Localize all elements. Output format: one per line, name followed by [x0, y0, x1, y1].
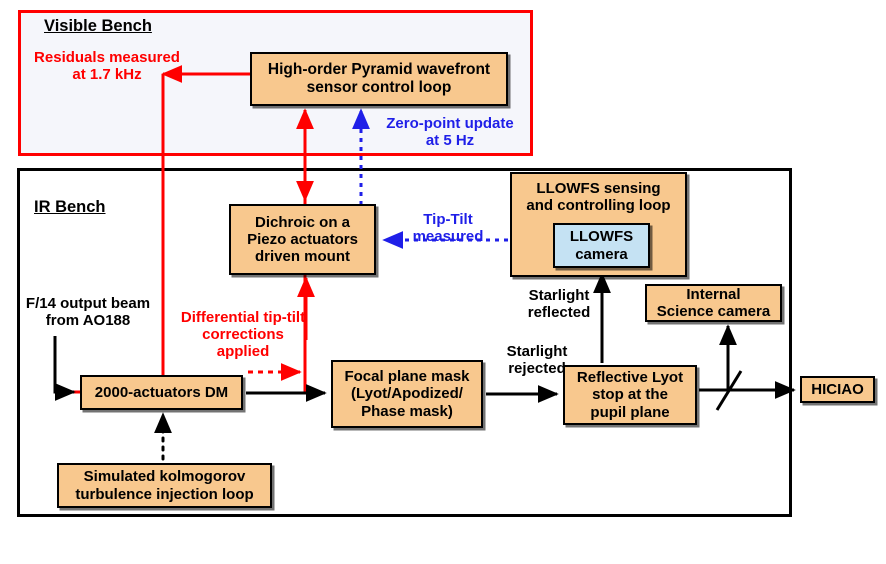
box-dichroic-label: Dichroic on a Piezo actuators driven mou… — [247, 213, 358, 266]
label-starlight-reflected: Starlight reflected — [527, 287, 591, 321]
label-zero-point-update: Zero-point update at 5 Hz — [386, 115, 514, 149]
box-hiciao[interactable]: HICIAO — [800, 376, 875, 403]
visible-bench-title: Visible Bench — [44, 17, 152, 35]
label-tip-tilt-measured: Tip-Tilt measured — [412, 211, 484, 245]
box-lyot-label: Reflective Lyot stop at the pupil plane — [576, 369, 684, 421]
box-pyramid-label: High-order Pyramid wavefront sensor cont… — [267, 61, 491, 96]
box-focal-plane-mask[interactable]: Focal plane mask (Lyot/Apodized/ Phase m… — [331, 360, 483, 428]
box-pyramid-wavefront-sensor[interactable]: High-order Pyramid wavefront sensor cont… — [250, 52, 508, 106]
label-differential-tiptilt-corrections: Differential tip-tilt corrections applie… — [180, 309, 306, 360]
label-input-beam: F/14 output beam from AO188 — [25, 295, 151, 329]
box-kolmogorov-turbulence-injection[interactable]: Simulated kolmogorov turbulence injectio… — [57, 463, 272, 508]
box-2000-actuators-dm[interactable]: 2000-actuators DM — [80, 375, 243, 410]
box-fpm-label: Focal plane mask (Lyot/Apodized/ Phase m… — [344, 368, 470, 420]
label-starlight-rejected: Starlight rejected — [506, 343, 568, 377]
box-llowfs-camera-label: LLOWFS camera — [569, 228, 634, 263]
box-kolmogorov-label: Simulated kolmogorov turbulence injectio… — [75, 468, 254, 503]
box-intcam-label: Internal Science camera — [656, 285, 771, 320]
box-dichroic-piezo-mount[interactable]: Dichroic on a Piezo actuators driven mou… — [229, 204, 376, 275]
label-residuals-measured: Residuals measured at 1.7 kHz — [34, 49, 180, 83]
ir-bench-title: IR Bench — [34, 198, 106, 216]
box-dm-label: 2000-actuators DM — [94, 383, 229, 401]
box-hiciao-label: HICIAO — [811, 380, 864, 398]
box-internal-science-camera[interactable]: Internal Science camera — [645, 284, 782, 322]
box-llowfs-loop-label: LLOWFS sensing and controlling loop — [526, 180, 671, 215]
box-reflective-lyot-stop[interactable]: Reflective Lyot stop at the pupil plane — [563, 365, 697, 425]
box-llowfs-camera[interactable]: LLOWFS camera — [553, 223, 650, 268]
